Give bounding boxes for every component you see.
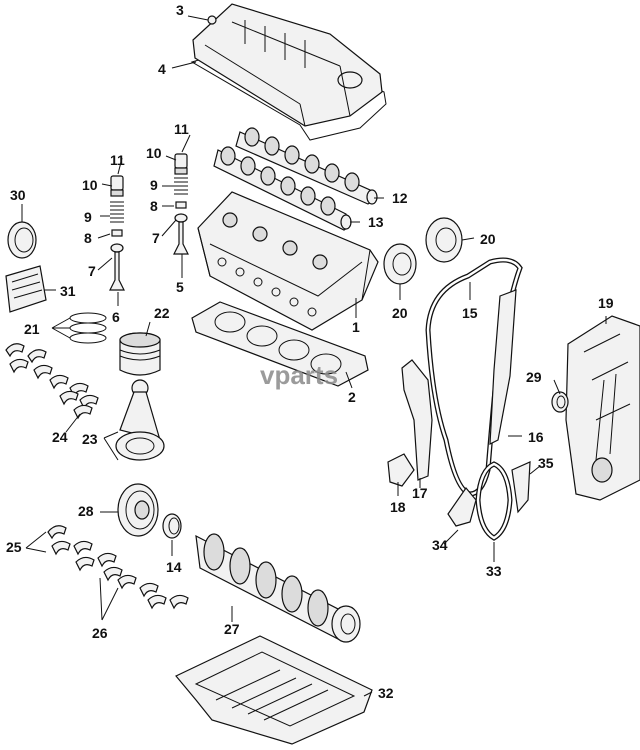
callout-14[interactable]: 14 (166, 559, 182, 575)
callout-26[interactable]: 26 (92, 625, 108, 641)
leader-lines (21, 15, 607, 697)
callout-13[interactable]: 13 (368, 214, 384, 230)
head-gasket-part[interactable] (191, 301, 369, 387)
oil-pump-chain-part[interactable] (475, 461, 513, 541)
callout-18[interactable]: 18 (390, 499, 406, 515)
callout-9[interactable]: 9 (150, 177, 158, 193)
crankshaft-part[interactable] (195, 533, 361, 643)
callout-19[interactable]: 19 (598, 295, 614, 311)
cam-sprocket-exhaust[interactable] (425, 217, 463, 263)
callout-1[interactable]: 1 (352, 319, 360, 335)
camshaft-exhaust-part[interactable] (235, 127, 378, 205)
callout-22[interactable]: 22 (154, 305, 170, 321)
piston-part[interactable] (119, 332, 161, 376)
callout-4[interactable]: 4 (158, 61, 166, 77)
callout-17[interactable]: 17 (412, 485, 428, 501)
tensioner-18[interactable] (387, 453, 415, 487)
connecting-rod-part[interactable] (115, 379, 165, 461)
crank-pulley-part[interactable] (117, 483, 159, 537)
callout-11[interactable]: 11 (110, 152, 125, 168)
callout-labels: 3 4 11 11 10 10 9 9 8 8 7 7 12 13 30 31 … (6, 2, 614, 701)
chain-guide-16[interactable] (489, 289, 517, 445)
callout-30[interactable]: 30 (10, 187, 26, 203)
camshaft-intake-part[interactable] (213, 146, 352, 231)
sprocket-34[interactable] (447, 487, 477, 527)
callout-34[interactable]: 34 (432, 537, 448, 553)
callout-27[interactable]: 27 (224, 621, 240, 637)
callout-25[interactable]: 25 (6, 539, 22, 555)
callout-33[interactable]: 33 (486, 563, 502, 579)
callout-6[interactable]: 6 (112, 309, 120, 325)
callout-24[interactable]: 24 (52, 429, 68, 445)
timing-cover-small-part[interactable] (5, 265, 47, 313)
chain-guide-17[interactable] (401, 359, 433, 481)
callout-15[interactable]: 15 (462, 305, 478, 321)
callout-7[interactable]: 7 (88, 263, 96, 279)
crank-seal-part[interactable] (162, 513, 182, 539)
callout-20[interactable]: 20 (392, 305, 408, 321)
valve-cover-part[interactable] (190, 3, 387, 141)
callout-29[interactable]: 29 (526, 369, 542, 385)
callout-8[interactable]: 8 (84, 230, 92, 246)
callout-11[interactable]: 11 (174, 121, 189, 137)
callout-10[interactable]: 10 (146, 145, 162, 161)
callout-10[interactable]: 10 (82, 177, 98, 193)
callout-12[interactable]: 12 (392, 190, 408, 206)
oil-pan-part[interactable] (175, 635, 373, 745)
oil-seal-part[interactable] (7, 221, 37, 259)
seal-29[interactable] (551, 391, 569, 413)
tensioner-35[interactable] (511, 461, 531, 514)
callout-35[interactable]: 35 (538, 455, 554, 471)
callout-9[interactable]: 9 (84, 209, 92, 225)
callout-20[interactable]: 20 (480, 231, 496, 247)
valve-train-left[interactable] (109, 175, 125, 291)
callout-31[interactable]: 31 (60, 283, 76, 299)
callout-3[interactable]: 3 (176, 2, 184, 18)
callout-21[interactable]: 21 (24, 321, 40, 337)
front-cover-part[interactable] (565, 315, 640, 501)
callout-8[interactable]: 8 (150, 198, 158, 214)
callout-5[interactable]: 5 (176, 279, 184, 295)
bearing-shells-upper[interactable] (5, 343, 99, 420)
watermark-text: vparts (260, 360, 338, 390)
callout-7[interactable]: 7 (152, 230, 160, 246)
callout-23[interactable]: 23 (82, 431, 98, 447)
callout-2[interactable]: 2 (348, 389, 356, 405)
cylinder-head-part[interactable] (197, 191, 379, 331)
piston-rings-part[interactable] (69, 312, 107, 344)
valve-train-right[interactable] (173, 153, 189, 255)
callout-16[interactable]: 16 (528, 429, 544, 445)
cam-sprocket-intake[interactable] (383, 243, 417, 285)
callout-28[interactable]: 28 (78, 503, 94, 519)
callout-32[interactable]: 32 (378, 685, 394, 701)
main-bearing-shells[interactable] (47, 525, 189, 610)
